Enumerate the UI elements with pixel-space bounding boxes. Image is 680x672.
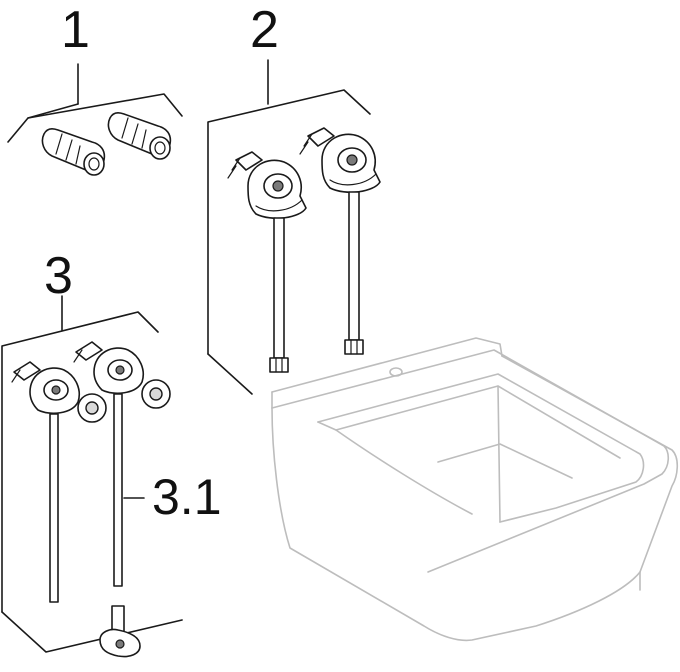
part-label-1: 1	[61, 1, 90, 59]
washer-right	[141, 379, 171, 409]
plug-dowel-left	[41, 127, 106, 176]
bracket-part-3	[1, 295, 183, 653]
bracket-part-1	[7, 63, 183, 143]
short-bolt-right	[73, 341, 144, 587]
installation-key	[99, 605, 141, 658]
short-bolt-left	[11, 361, 80, 603]
part-label-3: 3	[44, 247, 73, 305]
plug-dowel-right	[107, 111, 172, 160]
bracket-part-2	[207, 59, 371, 395]
fixing-bolt-left	[227, 151, 307, 373]
washer-left	[77, 393, 107, 423]
fixing-bolt-right	[299, 127, 381, 355]
sub-part-label-3-1: 3.1	[152, 469, 222, 525]
part-label-2: 2	[250, 1, 279, 59]
wall-hung-bidet	[271, 337, 679, 642]
